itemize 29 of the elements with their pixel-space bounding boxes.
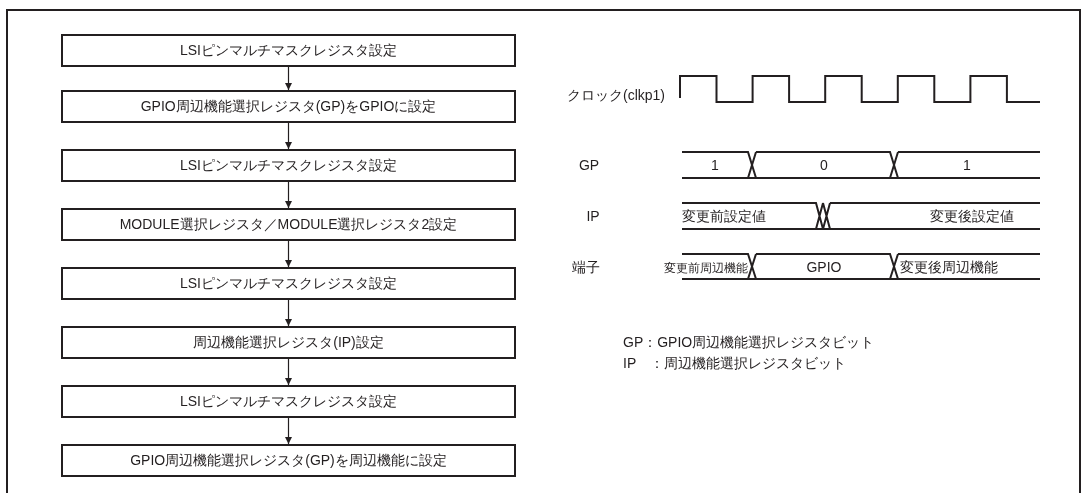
legend-note: GP：GPIO周辺機能選択レジスタビット [623,334,876,350]
arrow [285,240,292,268]
signal-name: 端子 [572,259,601,275]
process-box: LSIピンマルチマスクレジスタ設定 [61,385,516,418]
bus-value: GPIO [805,259,843,275]
bus-value: 変更後設定値 [929,208,1015,224]
arrow [285,122,292,150]
arrow [285,66,292,91]
process-box: 周辺機能選択レジスタ(IP)設定 [61,326,516,359]
arrow [285,299,292,327]
bus-value: 1 [710,157,720,173]
bus-value: 0 [819,157,829,173]
bus-value: 変更後周辺機能 [900,259,999,275]
arrow [285,181,292,209]
arrow [285,417,292,445]
process-box: GPIO周辺機能選択レジスタ(GP)を周辺機能に設定 [61,444,516,477]
legend-note: IP ：周辺機能選択レジスタビット [623,355,847,371]
signal-name: クロック(clkp1) [566,87,665,103]
process-box: LSIピンマルチマスクレジスタ設定 [61,149,516,182]
signal-name: GP [577,157,601,173]
bus-value: 変更前設定値 [682,208,767,224]
process-box: GPIO周辺機能選択レジスタ(GP)をGPIOに設定 [61,90,516,123]
process-box: LSIピンマルチマスクレジスタ設定 [61,267,516,300]
bus-value: 変更前周辺機能 [663,260,748,276]
process-box: MODULE選択レジスタ／MODULE選択レジスタ2設定 [61,208,516,241]
arrow [285,358,292,386]
bus-value: 1 [962,157,972,173]
signal-name: IP [585,208,601,224]
process-box: LSIピンマルチマスクレジスタ設定 [61,34,516,67]
